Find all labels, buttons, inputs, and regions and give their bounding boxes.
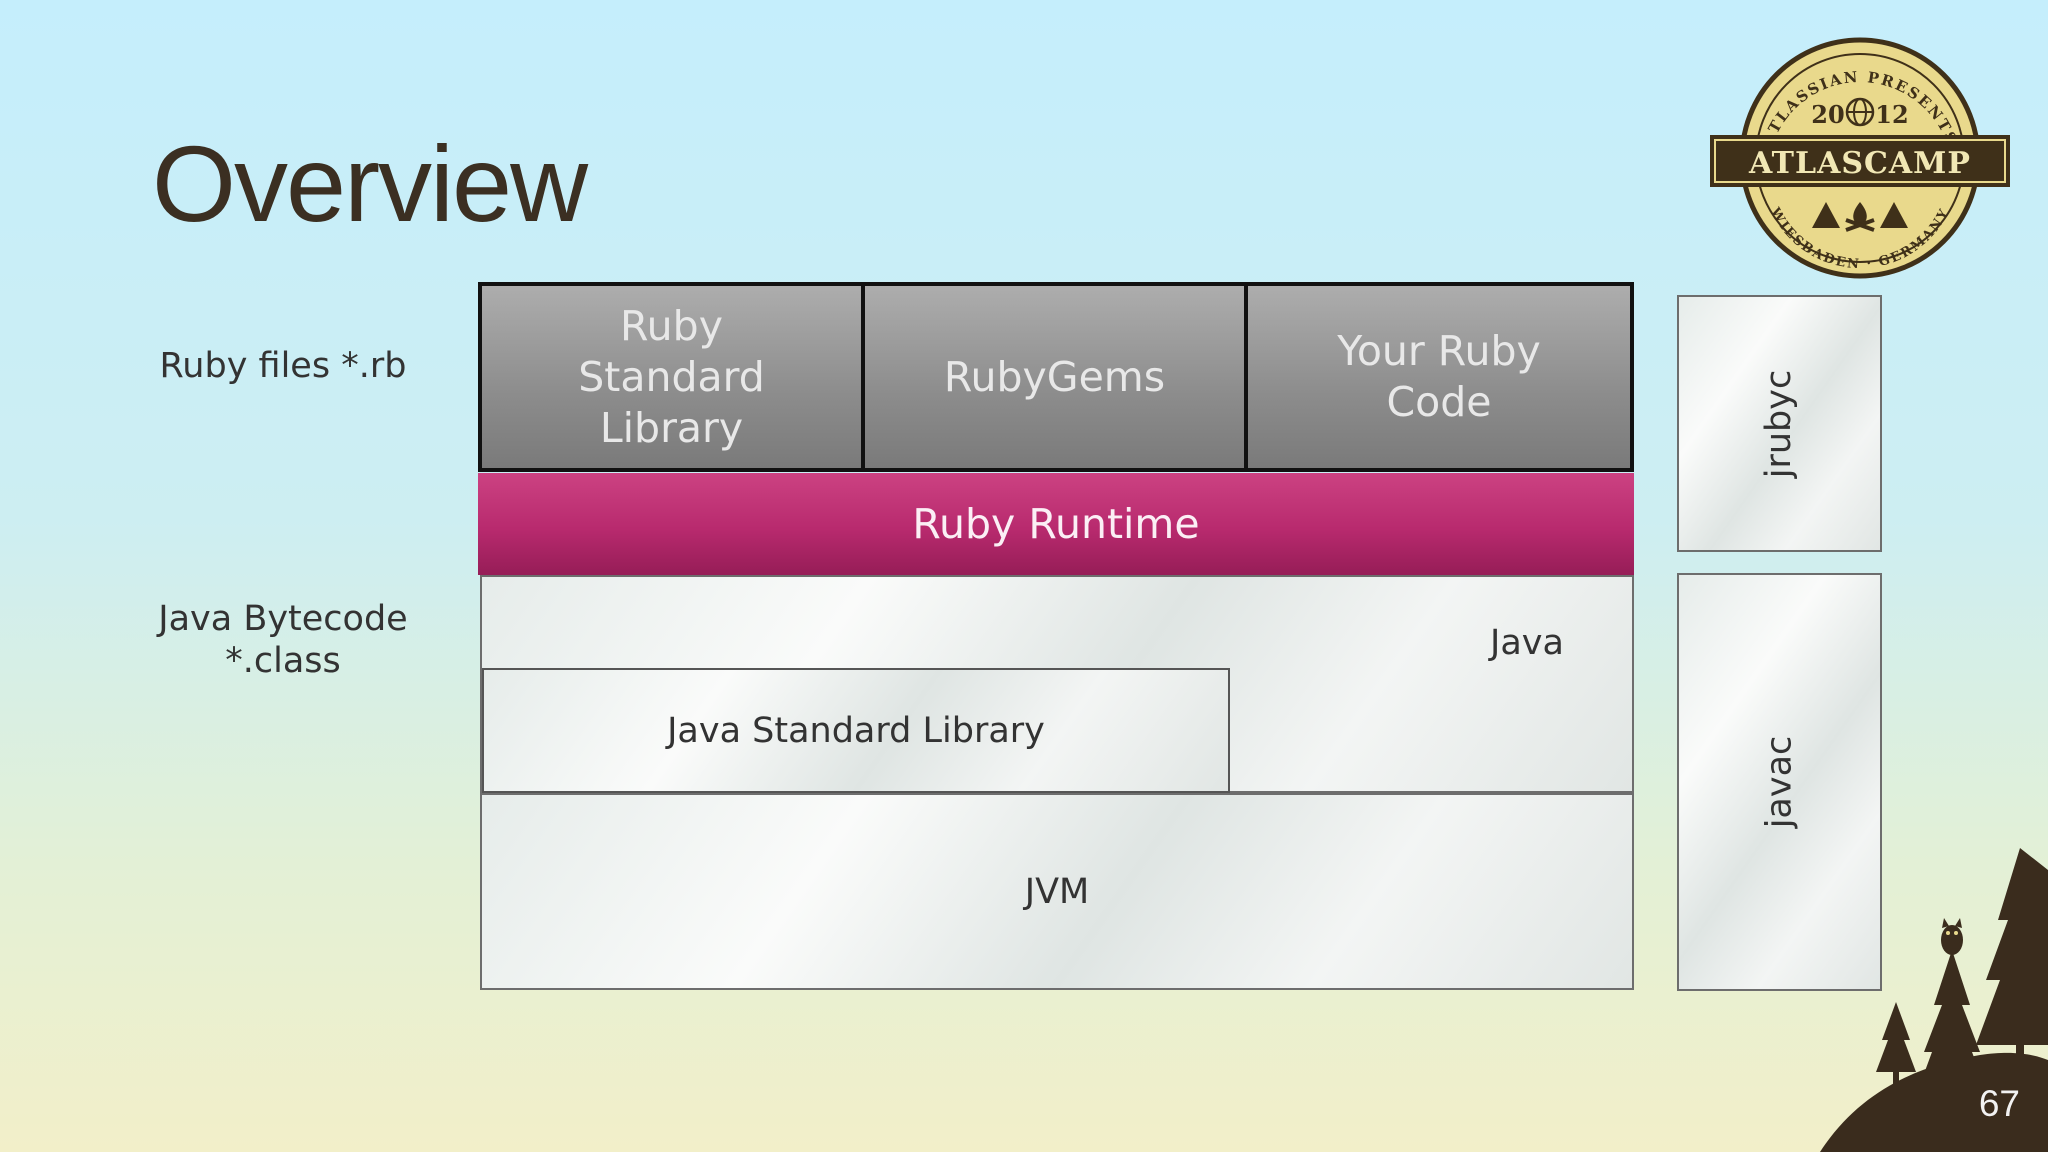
java-stdlib-text: Java Standard Library (667, 710, 1045, 751)
logo-banner-text: ATLASCAMP (1748, 146, 1971, 181)
ruby-files-label: Ruby files *.rb (150, 345, 416, 387)
your-code-line1: Your Ruby (1337, 327, 1541, 375)
ruby-stdlib-line2: Standard (578, 352, 765, 401)
page-number: 67 (1978, 1083, 2020, 1124)
small-tree-icon (1876, 1002, 1916, 1088)
your-ruby-code-block: Your Ruby Code (1244, 282, 1634, 472)
java-bytecode-label: Java Bytecode *.class (145, 598, 421, 682)
ruby-standard-library-block: Ruby Standard Library (478, 282, 865, 472)
your-code-line2: Code (1386, 378, 1492, 426)
logo-year-right: 12 (1875, 100, 1908, 129)
tall-tree-icon (1976, 848, 2048, 1070)
javac-text: javac (1759, 735, 1800, 829)
java-text: Java (1490, 623, 1564, 663)
java-standard-library-block: Java Standard Library (482, 668, 1230, 793)
jvm-text: JVM (1024, 871, 1090, 912)
ruby-runtime-block: Ruby Runtime (478, 473, 1634, 575)
jrubyc-text: jrubyc (1759, 369, 1800, 478)
forest-silhouette (1820, 848, 2048, 1152)
hill-shape (1820, 1052, 2048, 1152)
middle-tree-icon (1918, 950, 1986, 1090)
logo-banner (1710, 135, 2010, 187)
rubygems-block: RubyGems (861, 282, 1248, 472)
ruby-stdlib-line3: Library (599, 403, 744, 452)
java-bytecode-line2: *.class (225, 641, 341, 681)
jrubyc-block: jrubyc (1677, 295, 1882, 552)
logo-banner-border (1714, 139, 2006, 183)
ruby-runtime-text: Ruby Runtime (912, 500, 1200, 548)
tent-campfire-icon (1812, 202, 1908, 232)
javac-block: javac (1677, 573, 1882, 991)
logo-year-left: 20 (1811, 100, 1844, 129)
ruby-stdlib-line1: Ruby (620, 301, 723, 350)
slide-title: Overview (152, 123, 588, 244)
globe-icon (1845, 97, 1875, 127)
atlascamp-logo: ATLASSIAN PRESENTS 20 12 ATLASCAMP WIESB… (1710, 37, 2010, 279)
jvm-block: JVM (480, 793, 1634, 990)
java-bytecode-line1: Java Bytecode (158, 599, 408, 639)
owl-icon (1941, 918, 1963, 955)
ruby-files-text: Ruby files *.rb (159, 346, 407, 386)
rubygems-text: RubyGems (943, 352, 1166, 401)
